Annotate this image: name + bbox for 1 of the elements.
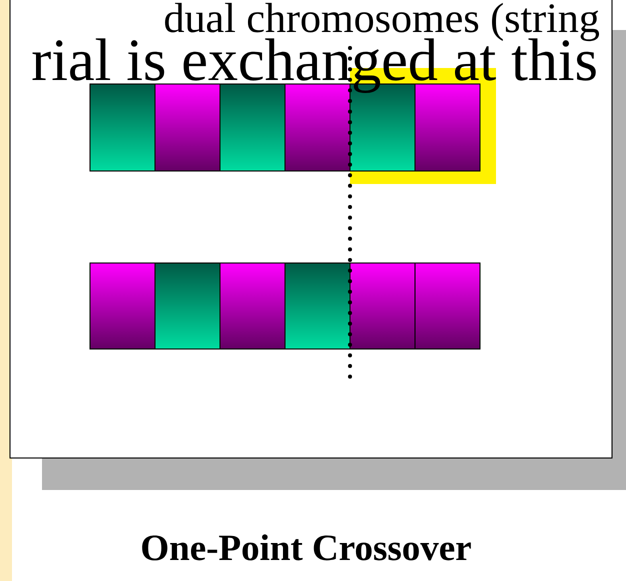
caption: One-Point Crossover <box>142 534 471 560</box>
